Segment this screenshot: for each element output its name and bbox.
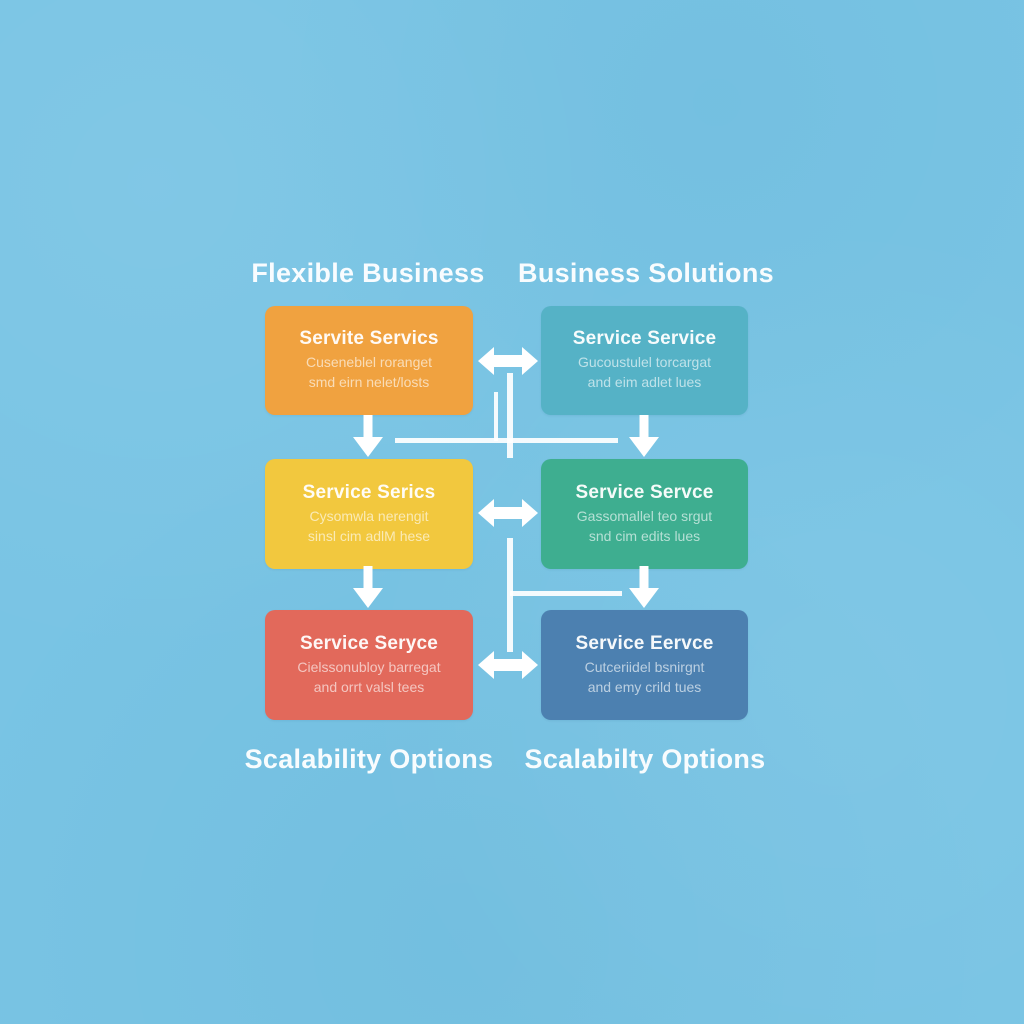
box-subtitle-line2: sinsl cim adlM hese	[307, 527, 431, 544]
box-subtitle-line1: Gassomallel teo srgut	[576, 507, 713, 524]
service-box-top-right: Service Service Gucoustulel torcargat an…	[541, 306, 748, 415]
box-title: Servite Servics	[299, 328, 439, 350]
down-arrow-icon	[629, 415, 659, 457]
box-subtitle-line2: and eim adlet lues	[587, 374, 702, 390]
box-title: Service Service	[572, 328, 717, 350]
connector-line-vertical-upper	[507, 373, 513, 458]
box-subtitle-line1: Cuseneblel roranget	[305, 354, 433, 371]
header-scalability-options-left: Scalability Options	[244, 744, 494, 774]
box-title: Service Servce	[575, 481, 714, 503]
box-subtitle-line2: and orrt valsl tees	[313, 678, 425, 695]
box-subtitle-line2: snd cim edits lues	[588, 527, 701, 544]
box-subtitle-line1: Cielssonubloy barregat	[297, 658, 441, 675]
header-business-solutions: Business Solutions	[518, 258, 774, 288]
down-arrow-icon	[353, 415, 383, 457]
double-arrow-icon	[478, 342, 538, 380]
service-box-bottom-right: Service Eervce Cutceriidel bsnirgnt and …	[541, 610, 748, 720]
down-arrow-icon	[629, 566, 659, 608]
down-arrow-icon	[353, 566, 383, 608]
service-box-bottom-left: Service Seryce Cielssonubloy barregat an…	[265, 610, 473, 720]
box-title: Service Serics	[302, 481, 436, 503]
connector-line-horizontal-lower	[510, 591, 622, 596]
service-box-middle-right: Service Servce Gassomallel teo srgut snd…	[541, 459, 748, 569]
connector-line-horizontal-upper	[395, 438, 618, 443]
service-box-top-left: Servite Servics Cuseneblel roranget smd …	[265, 306, 473, 415]
header-flexible-business: Flexible Business	[251, 258, 485, 288]
double-arrow-icon	[478, 494, 538, 532]
box-subtitle-line2: smd eirn nelet/losts	[308, 374, 430, 390]
box-title: Service Eervce	[575, 632, 714, 654]
box-subtitle-line1: Gucoustulel torcargat	[577, 354, 712, 371]
header-scalability-options-right: Scalabilty Options	[524, 744, 766, 774]
box-subtitle-line1: Cysomwla nerengit	[309, 507, 429, 524]
box-subtitle-line2: and emy crild tues	[587, 678, 702, 695]
service-box-middle-left: Service Serics Cysomwla nerengit sinsl c…	[265, 459, 473, 569]
double-arrow-icon	[478, 646, 538, 684]
connector-line-vertical-short	[494, 392, 498, 441]
box-subtitle-line1: Cutceriidel bsnirgnt	[584, 658, 705, 675]
box-title: Service Seryce	[299, 632, 439, 654]
